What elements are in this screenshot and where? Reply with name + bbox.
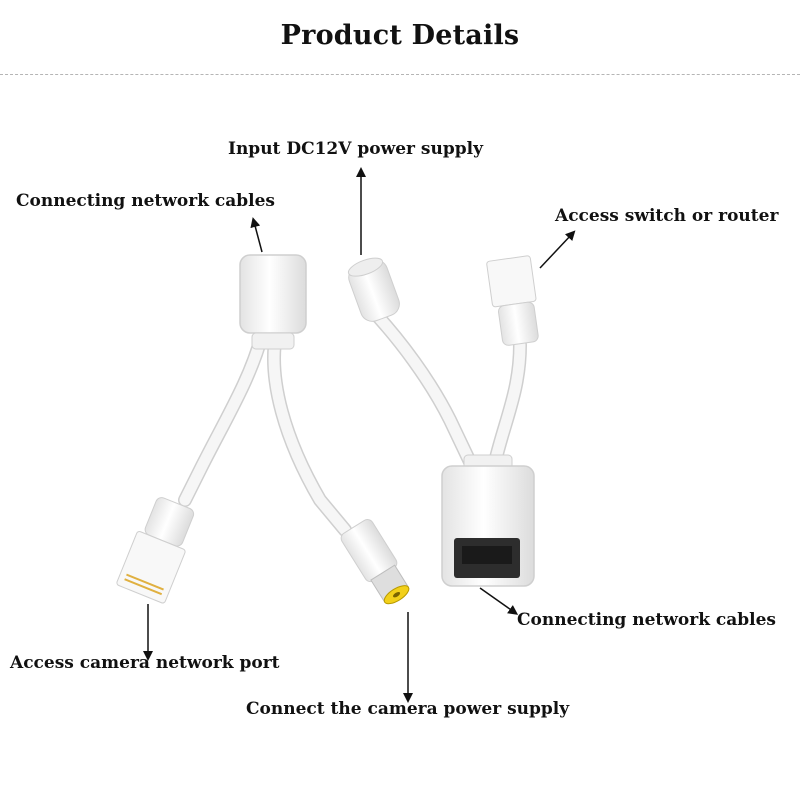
label-connect-power: Connect the camera power supply (246, 699, 570, 719)
title-divider (0, 74, 800, 75)
right-splitter (347, 255, 539, 587)
label-access-switch: Access switch or router (555, 206, 779, 226)
page-title: Product Details (280, 20, 520, 51)
rj45-plug-router (486, 255, 539, 346)
dc-female-jack (347, 257, 400, 322)
label-access-camera: Access camera network port (10, 653, 280, 673)
arrow-connecting-top (250, 217, 263, 253)
dc-barrel-plug (340, 519, 410, 605)
arrow-connecting-bottom (479, 587, 519, 615)
arrow-access-switch (539, 230, 576, 269)
left-splitter (116, 254, 410, 605)
rj45-female-coupler-bottom (441, 454, 535, 587)
rj45-female-coupler-top (239, 254, 307, 350)
label-connecting-bottom: Connecting network cables (517, 610, 776, 630)
rj45-plug-camera (116, 497, 195, 604)
label-input-dc: Input DC12V power supply (228, 139, 483, 159)
label-connecting-top: Connecting network cables (16, 191, 275, 211)
